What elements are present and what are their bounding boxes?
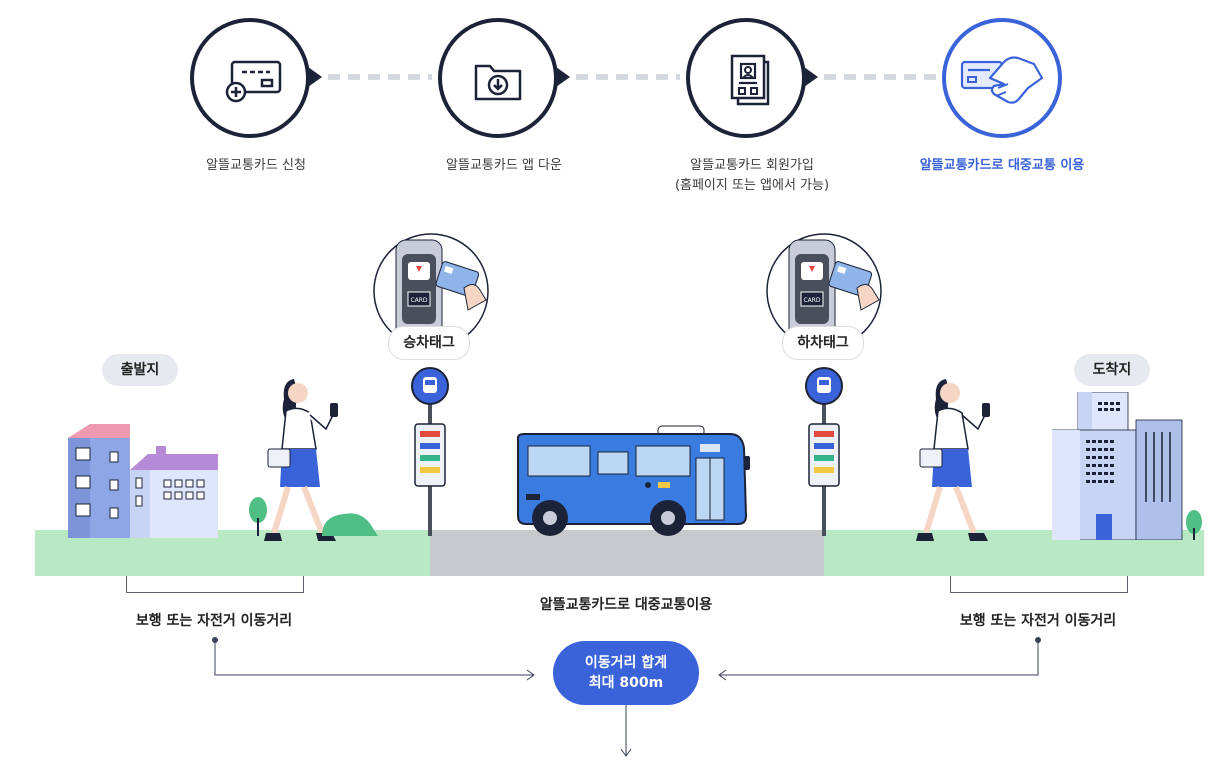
download-folder-icon [474,64,522,101]
step-2-app-download [438,18,558,138]
step-connector [328,74,432,80]
origin-badge: 출발지 [102,354,178,386]
step-2-label: 알뜰교통카드 앱 다운 [446,158,562,173]
walk-bike-distance-right: 보행 또는 자전거 이동거리 [959,613,1117,629]
total-distance-badge: 이동거리 합계 최대 800m [553,641,699,705]
step-3-label-line1: 알뜰교통카드 회원가입 [690,158,814,173]
step-1-label: 알뜰교통카드 신청 [206,158,306,173]
destination-badge: 도착지 [1074,354,1150,386]
membership-document-icon [730,54,770,106]
step-arrow [308,67,322,87]
walking-woman-left-illustration [264,379,338,541]
step-4-use-transit [942,18,1062,138]
transit-distance-label: 알뜰교통카드로 대중교통이용 [539,597,713,613]
bus-illustration [517,425,750,536]
walking-woman-right-illustration [916,379,990,541]
step-3-label-line2: (홈페이지 또는 앱에서 가능) [674,178,830,193]
step-3-label: 알뜰교통카드 회원가입 (홈페이지 또는 앱에서 가능) [632,156,872,196]
total-distance-label: 이동거리 합계 [584,655,668,671]
bus-stop-sign-right [805,367,843,536]
tree-illustration [249,497,267,536]
bush-illustration [322,513,378,536]
walk-bike-distance-left: 보행 또는 자전거 이동거리 [135,613,293,629]
total-distance-max: 최대 800m [588,675,664,691]
step-connector [576,74,680,80]
board-tag-card-text: CARD [410,297,427,304]
step-4-label: 알뜰교통카드로 대중교통 이용 [919,158,1085,173]
bus-stop-sign-left [411,367,449,536]
step-connector [824,74,936,80]
step-arrow [556,67,570,87]
card-hand-icon [960,56,1044,104]
alight-tag-card-text: CARD [803,297,820,304]
origin-houses-illustration [68,424,218,538]
alight-tag-badge: 하차태그 [782,326,864,360]
step-arrow [804,67,818,87]
road [430,530,824,576]
board-tag-badge: 승차태그 [388,326,470,360]
walk-bracket-right [950,576,1128,593]
destination-buildings-illustration [1052,392,1202,540]
card-add-icon [225,60,282,103]
walk-bracket-left [126,576,304,593]
board-tag-illustration: CARD [373,233,489,350]
